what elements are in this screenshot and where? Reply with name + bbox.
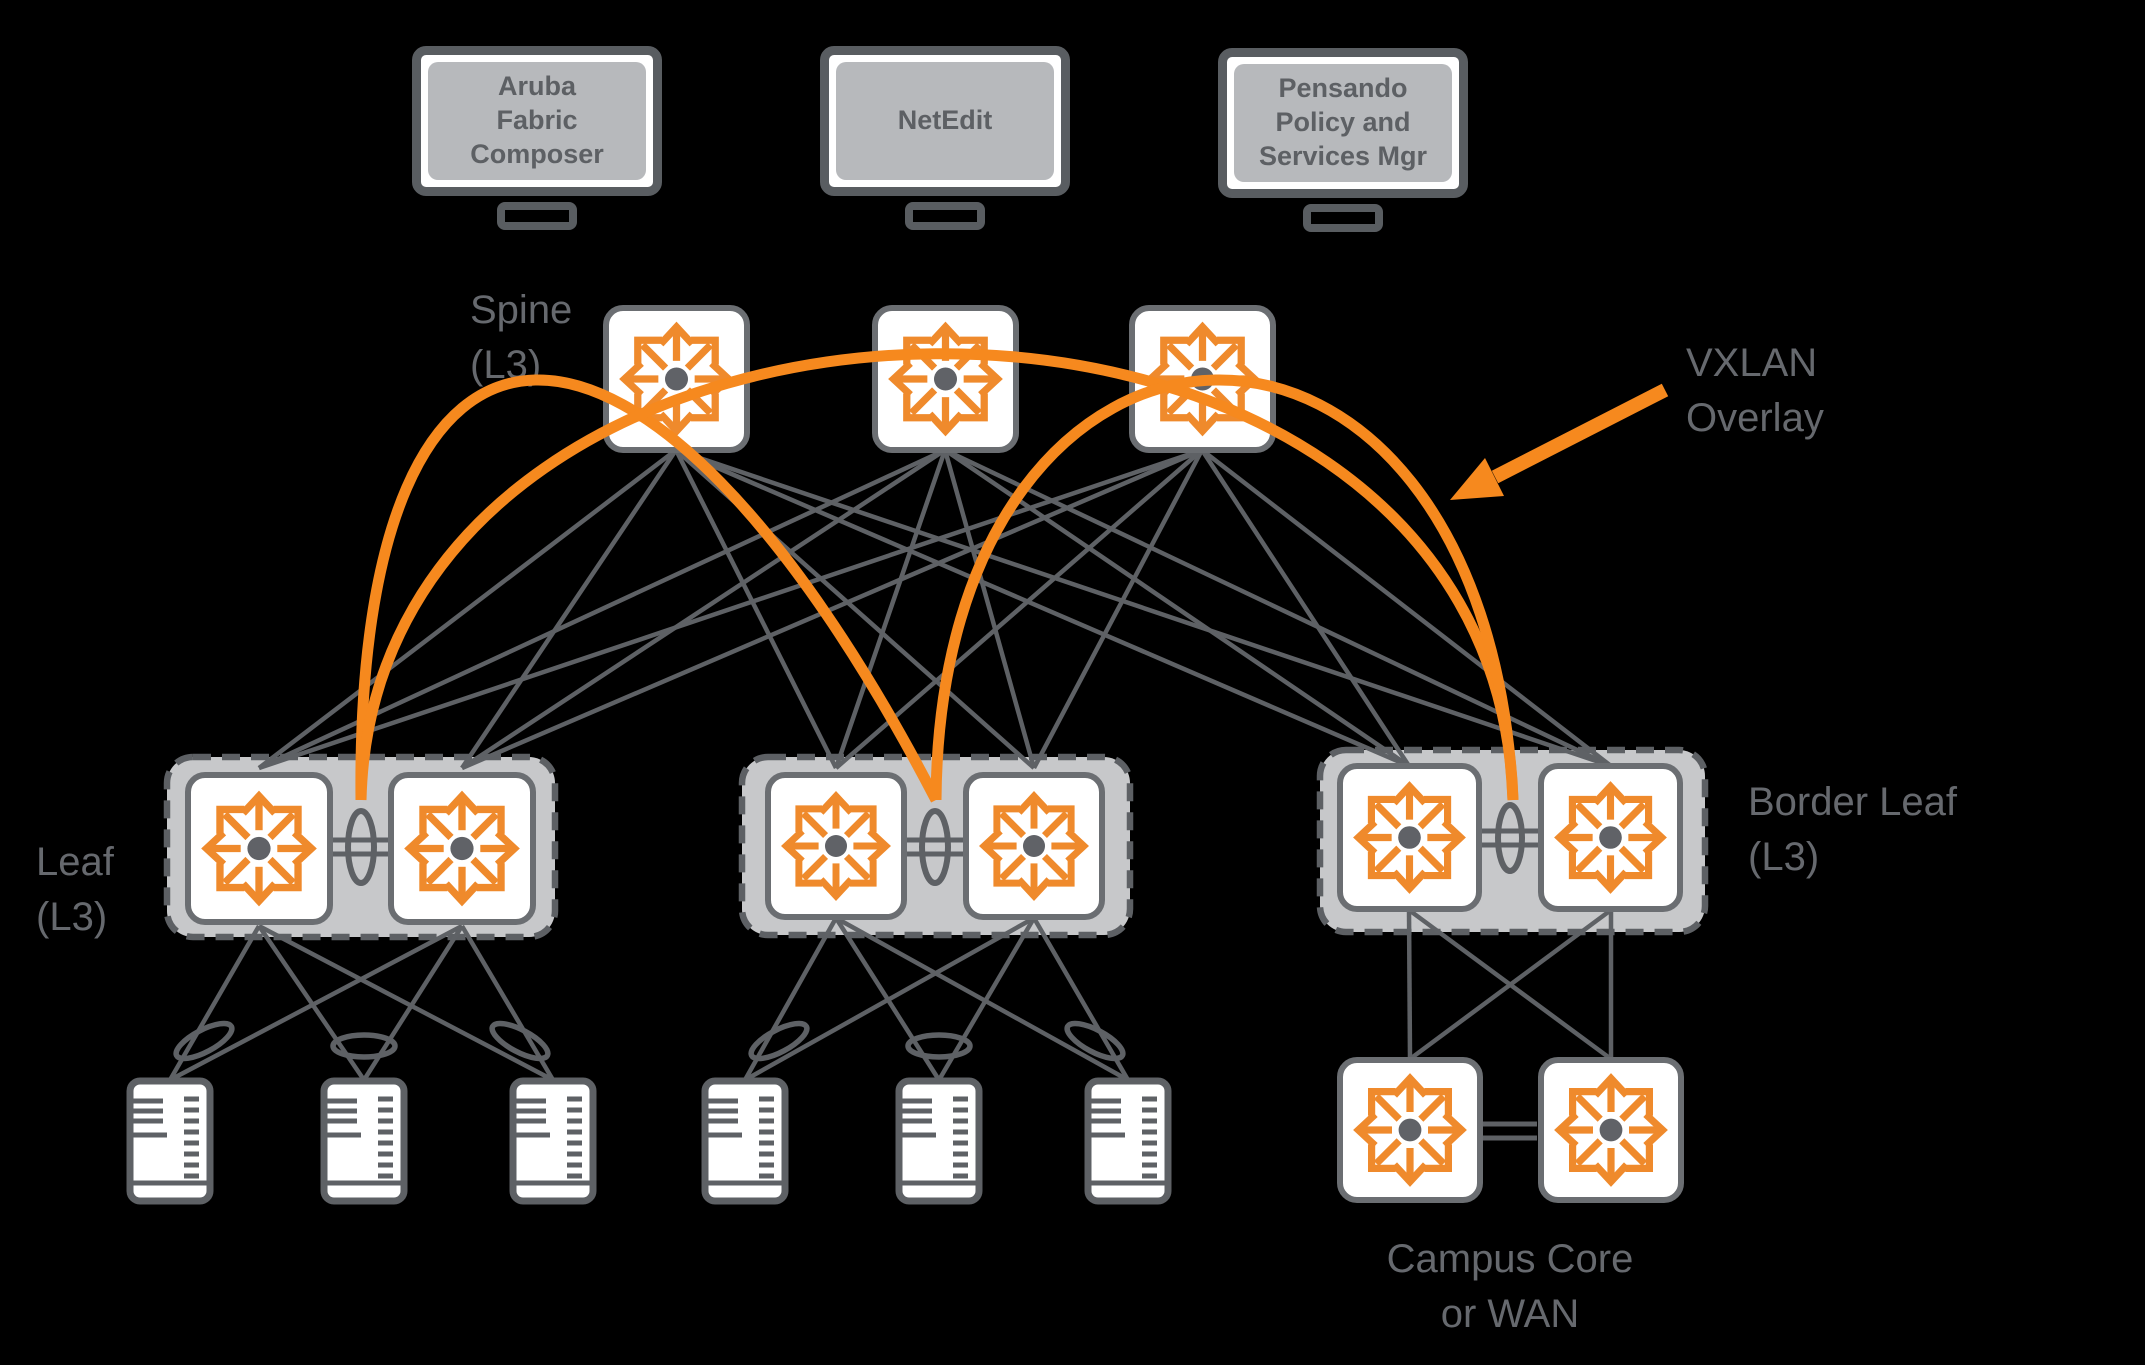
server-icon bbox=[320, 1077, 408, 1205]
link-line bbox=[257, 924, 555, 1082]
link-aggregation-ellipse bbox=[748, 1020, 810, 1062]
l3-switch-icon bbox=[1350, 1070, 1470, 1190]
border-core-links bbox=[1406, 908, 1614, 1061]
link-line bbox=[168, 924, 261, 1082]
link-aggregation-ellipse bbox=[330, 1032, 398, 1060]
link-line bbox=[1032, 916, 1130, 1082]
spine-switch-1 bbox=[603, 305, 750, 453]
monitor-stand bbox=[497, 202, 577, 230]
monitor-label: Pensando Policy and Services Mgr bbox=[1258, 73, 1428, 171]
link-aggregation-ellipse bbox=[489, 1020, 551, 1062]
monitor-label: NetEdit bbox=[897, 105, 993, 136]
l3-switch-icon bbox=[1551, 776, 1670, 899]
l3-switch-icon bbox=[1350, 776, 1469, 899]
l3-switch-icon bbox=[976, 785, 1092, 907]
server-lag-rings bbox=[173, 1020, 1126, 1062]
monitor-pensando-psm: Pensando Policy and Services Mgr bbox=[1218, 48, 1468, 198]
border-leaf-switch-b bbox=[1538, 763, 1683, 912]
link-line bbox=[460, 448, 947, 770]
link-line bbox=[743, 916, 838, 1082]
server-icon bbox=[509, 1077, 597, 1205]
link-line bbox=[257, 448, 678, 770]
link-line bbox=[1408, 908, 1613, 1061]
server-icon bbox=[1084, 1077, 1172, 1205]
link-aggregation-ellipse bbox=[905, 1032, 973, 1060]
monitor-stand bbox=[905, 202, 985, 230]
link-aggregation-ellipse bbox=[1495, 802, 1525, 874]
monitor-aruba-fabric-composer: Aruba Fabric Composer bbox=[412, 46, 662, 196]
l3-switch-icon bbox=[401, 785, 523, 912]
monitor-screen: Pensando Policy and Services Mgr bbox=[1234, 64, 1452, 182]
leaf2-switch-b bbox=[963, 772, 1105, 920]
link-line bbox=[1200, 448, 1411, 768]
link-line bbox=[168, 924, 464, 1082]
link-line bbox=[1200, 448, 1613, 768]
l3-switch-icon bbox=[1551, 1070, 1671, 1190]
link-aggregation-ellipse bbox=[1064, 1020, 1126, 1062]
leaf-label: Leaf (L3) bbox=[36, 840, 114, 940]
link-line bbox=[834, 916, 1130, 1082]
server-icon bbox=[126, 1077, 214, 1205]
monitor-screen: NetEdit bbox=[836, 62, 1054, 180]
server-icon bbox=[701, 1077, 789, 1205]
link-line bbox=[461, 447, 1203, 771]
link-aggregation-ellipse bbox=[173, 1020, 235, 1062]
l3-switch-icon bbox=[1142, 318, 1263, 440]
link-line bbox=[1406, 909, 1413, 1060]
border-leaf-switch-a bbox=[1337, 763, 1482, 912]
core-peer-link bbox=[1483, 1121, 1537, 1141]
server-icon bbox=[895, 1077, 983, 1205]
spine-switch-2 bbox=[872, 305, 1019, 453]
link-line bbox=[258, 447, 946, 771]
link-line bbox=[675, 447, 1612, 769]
campus-core-label: Campus Core or WAN bbox=[1386, 1237, 1634, 1337]
leaf-server-links bbox=[168, 916, 1130, 1082]
pair-link-rings bbox=[345, 802, 1525, 886]
link-line bbox=[743, 916, 1036, 1082]
leaf1-switch-b bbox=[388, 772, 536, 925]
pair-peer-links bbox=[333, 828, 1538, 857]
link-line bbox=[460, 924, 555, 1082]
spine-label: Spine (L3) bbox=[470, 288, 573, 388]
monitor-label: Aruba Fabric Composer bbox=[470, 71, 604, 169]
l3-switch-icon bbox=[616, 318, 737, 440]
link-aggregation-ellipse bbox=[345, 808, 377, 886]
leaf1-switch-a bbox=[185, 772, 333, 925]
monitor-stand bbox=[1303, 204, 1383, 232]
link-aggregation-ellipse bbox=[919, 808, 951, 886]
spine-leaf-links bbox=[257, 447, 1613, 771]
vxlan-overlay-label: VXLAN Overlay bbox=[1686, 341, 1824, 441]
border-leaf-label: Border Leaf (L3) bbox=[1748, 780, 1958, 880]
spine-switch-3 bbox=[1129, 305, 1276, 453]
campus-core-switch-1 bbox=[1337, 1057, 1483, 1203]
l3-switch-icon bbox=[778, 785, 894, 907]
l3-switch-icon bbox=[198, 785, 320, 912]
leaf2-switch-a bbox=[765, 772, 907, 920]
monitor-netedit: NetEdit bbox=[820, 46, 1070, 196]
monitor-screen: Aruba Fabric Composer bbox=[428, 62, 646, 180]
campus-core-switch-2 bbox=[1538, 1057, 1684, 1203]
l3-switch-icon bbox=[885, 318, 1006, 440]
